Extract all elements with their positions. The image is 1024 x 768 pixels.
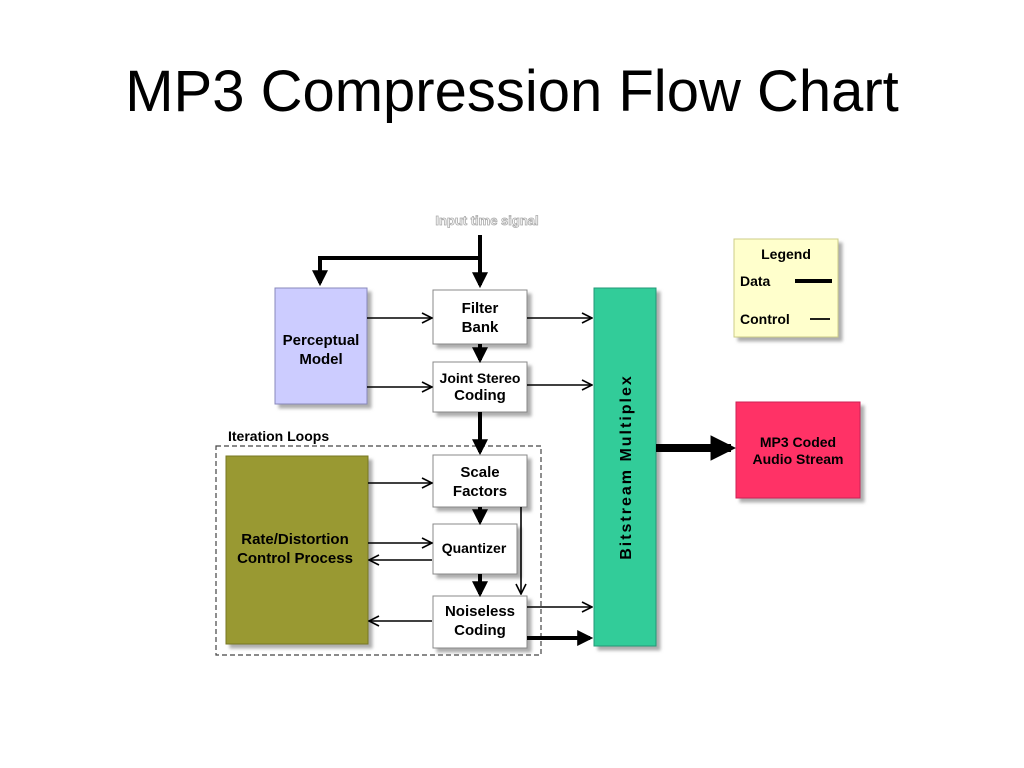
bitstream-multiplex-label: Bitstream Multiplex	[618, 374, 635, 560]
joint-stereo-box: Joint Stereo Coding	[432, 361, 528, 413]
noiseless-coding-box: Noiseless Coding	[432, 595, 528, 649]
filter-bank-line2: Bank	[462, 319, 499, 336]
mp3-output-box: MP3 Coded Audio Stream	[735, 401, 861, 499]
scale-factors-box: Scale Factors	[432, 454, 528, 508]
mp3-output-line1: MP3 Coded	[760, 434, 836, 450]
legend-control-label: Control	[740, 311, 790, 327]
page-title: MP3 Compression Flow Chart	[125, 59, 899, 124]
noiseless-coding-line2: Coding	[454, 622, 506, 639]
scale-factors-line2: Factors	[453, 483, 507, 500]
perceptual-model-line2: Model	[299, 351, 342, 368]
legend-data-label: Data	[740, 273, 771, 289]
rate-distortion-box: Rate/Distortion Control Process	[225, 455, 369, 645]
iteration-loops-label: Iteration Loops	[228, 428, 329, 444]
quantizer-box: Quantizer	[432, 523, 518, 575]
perceptual-model-line1: Perceptual	[283, 332, 360, 349]
scale-factors-line1: Scale	[460, 464, 499, 481]
input-signal-label: Input time signal	[435, 213, 538, 228]
joint-stereo-line1: Joint Stereo	[440, 370, 521, 386]
rate-distortion-line2: Control Process	[237, 550, 353, 567]
joint-stereo-line2: Coding	[454, 387, 506, 404]
legend-title: Legend	[761, 246, 811, 262]
noiseless-coding-line1: Noiseless	[445, 603, 515, 620]
iteration-loops-frame	[215, 445, 542, 656]
mp3-output-line2: Audio Stream	[752, 451, 843, 467]
quantizer-label: Quantizer	[442, 540, 507, 556]
bitstream-multiplex-box: Bitstream Multiplex	[593, 287, 657, 647]
perceptual-model-box: Perceptual Model	[274, 287, 368, 405]
filter-bank-box: Filter Bank	[432, 289, 528, 345]
filter-bank-line1: Filter	[462, 300, 499, 317]
rate-distortion-line1: Rate/Distortion	[241, 531, 349, 548]
legend-box: Legend Data Control	[733, 238, 839, 338]
input-to-perceptual-arrow	[312, 256, 480, 287]
